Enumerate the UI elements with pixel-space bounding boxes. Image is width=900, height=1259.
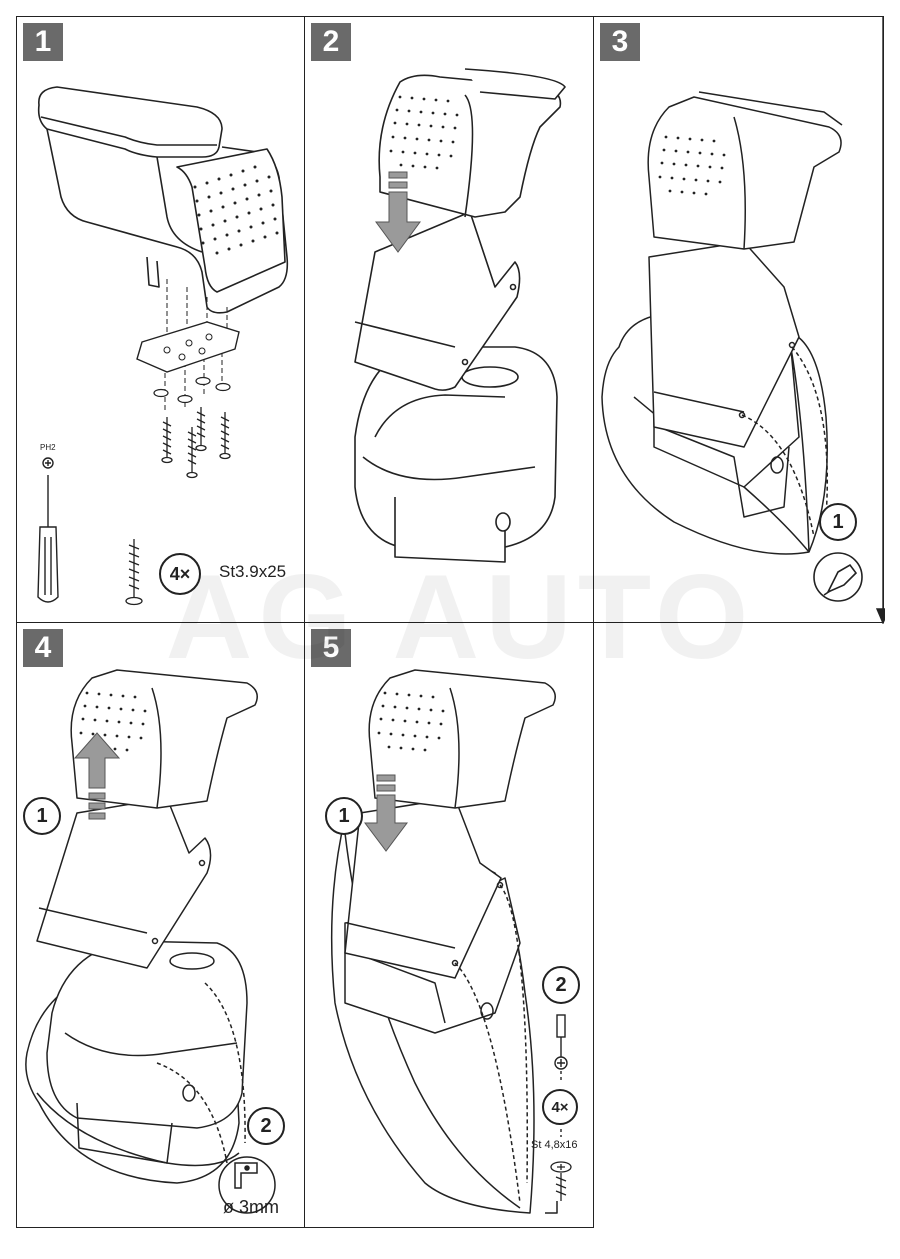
pull-up-arrow	[73, 732, 121, 820]
step-5-callout-2: 2	[542, 966, 580, 1004]
step-5-panel: 5	[304, 622, 594, 1228]
step-1-number: 1	[23, 23, 63, 61]
step-5-screw-count-badge: 4×	[542, 1089, 578, 1125]
step-4-panel: 4	[16, 622, 305, 1228]
mounting-screws	[161, 407, 231, 479]
screwdriver-icon	[554, 1014, 568, 1137]
armrest-install-illustration	[354, 68, 566, 563]
step-5-number: 5	[311, 629, 351, 667]
hole-diameter-label: ø 3mm	[223, 1197, 279, 1217]
mounting-plate	[136, 321, 240, 373]
screwdriver-icon	[37, 457, 59, 603]
armrest-removal-illustration	[25, 669, 276, 1214]
step-3-panel: 3	[593, 16, 885, 624]
step-5-screw-spec-label: St 4,8x16	[531, 1139, 578, 1151]
screw-spec-label: St3.9x25	[219, 562, 287, 581]
trim-screw-icon	[550, 1161, 572, 1201]
push-down-arrow	[364, 774, 408, 852]
edge-arrow	[875, 17, 885, 624]
tool-size-label: PH2	[40, 443, 56, 452]
hole-detail-icon	[218, 1156, 276, 1214]
screw-count-label: 4×	[169, 563, 191, 584]
step-5-screw-count-label: 4×	[551, 1098, 569, 1116]
perforation-dots	[193, 165, 279, 255]
step-4-number: 4	[23, 629, 63, 667]
step-2-panel: 2	[304, 16, 594, 623]
armrest-exploded-illustration	[37, 86, 289, 606]
step-1-panel: 1	[16, 16, 305, 623]
step-4-callout-1-label: 1	[36, 804, 48, 827]
step-5-callout-1: 1	[325, 797, 363, 835]
step-4-callout-1: 1	[23, 797, 61, 835]
armrest-final-fix-illustration	[330, 669, 572, 1214]
perforation-dots	[377, 691, 445, 752]
step-3-number: 3	[600, 23, 640, 61]
drill-marker-icon	[813, 552, 863, 602]
perforation-dots	[658, 135, 726, 196]
perforation-dots	[389, 95, 459, 170]
push-down-arrow	[375, 171, 421, 253]
screw-count-badge: 4×	[159, 553, 201, 595]
step-3-callout-1-label: 1	[832, 510, 844, 533]
step-5-callout-2-label: 2	[555, 973, 567, 996]
step-4-callout-2: 2	[247, 1107, 285, 1145]
washers	[153, 376, 231, 404]
step-2-number: 2	[311, 23, 351, 61]
step-4-callout-2-label: 2	[260, 1114, 272, 1137]
step-3-callout-1: 1	[819, 503, 857, 541]
wood-screw-icon	[125, 539, 143, 606]
armrest-mounting-illustration	[601, 17, 885, 624]
step-5-callout-1-label: 1	[338, 804, 350, 827]
